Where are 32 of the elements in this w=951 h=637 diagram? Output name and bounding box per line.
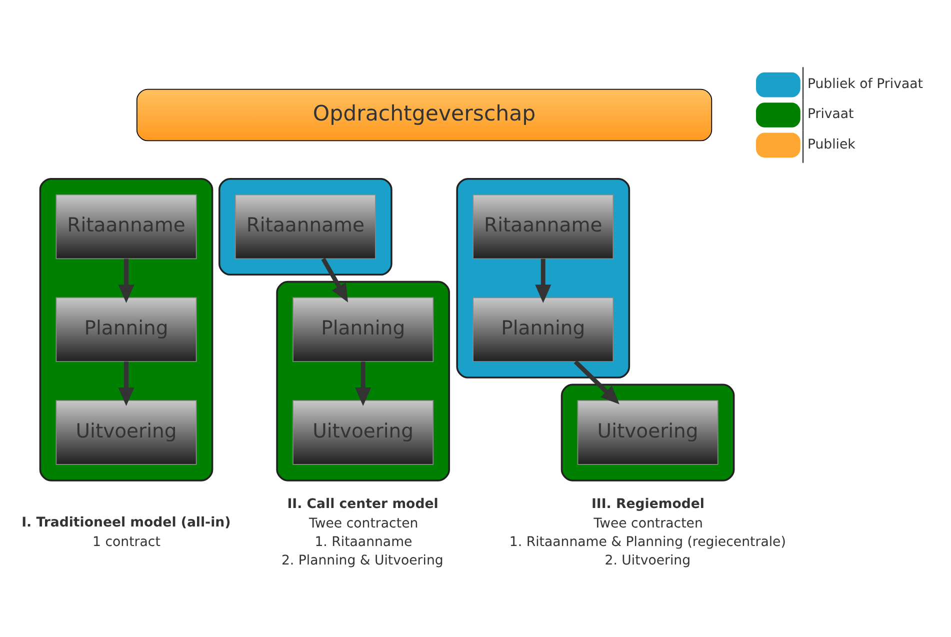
legend-label: Publiek of Privaat (807, 76, 923, 92)
legend-label: Privaat (807, 106, 854, 122)
cluster (456, 177, 630, 378)
cluster (39, 177, 214, 481)
arrow (118, 361, 134, 406)
node-label: Twee contracten (594, 516, 703, 531)
node-label: II. Call center model (287, 496, 438, 512)
legend-label: Publiek (807, 136, 856, 152)
node-box: Uitvoering (577, 400, 718, 464)
node-label: Twee contracten (308, 516, 418, 531)
node-box: Ritaanname (56, 194, 197, 259)
node-label: 1. Ritaanname (314, 534, 412, 550)
arrow (574, 360, 620, 404)
node-box: Planning (56, 296, 197, 362)
node-label: 1. Ritaanname & Planning (regiecentrale) (509, 534, 786, 550)
arrow (535, 258, 552, 303)
node-box: Uitvoering (292, 400, 434, 464)
node-box: Uitvoering (56, 400, 197, 464)
node-box: Planning (292, 296, 434, 362)
node-label: III. Regiemodel (591, 496, 704, 512)
node-label: I. Traditioneel model (all-in) (22, 515, 231, 530)
node-box: Ritaanname (234, 194, 376, 259)
arrow (118, 258, 134, 303)
node-label: 2. Uitvoering (604, 553, 691, 568)
node-label: 2. Planning & Uitvoering (281, 553, 444, 568)
node-box: Ritaanname (472, 194, 614, 259)
node-box: Planning (472, 296, 614, 362)
arrow (355, 361, 372, 406)
node-box: Opdrachtgeverschap (136, 88, 712, 141)
cluster (218, 177, 392, 276)
node-label: 1 contract (92, 534, 160, 550)
arrow (321, 257, 348, 302)
